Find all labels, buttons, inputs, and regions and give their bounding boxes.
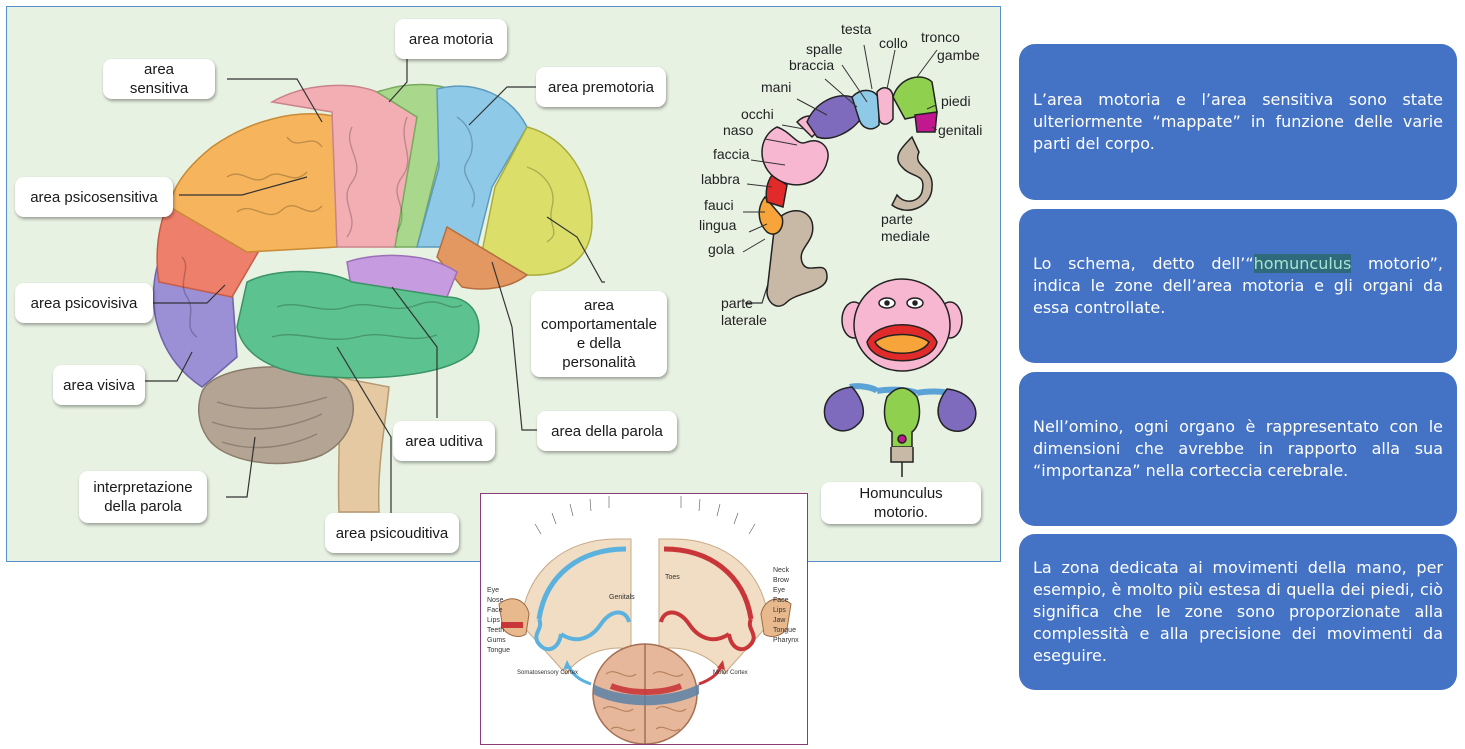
hom-label-piedi: piedi (941, 93, 971, 109)
info-card-2-before: Lo schema, detto dell’“ (1033, 254, 1254, 273)
label-comportamentale-line2: comportamentale (541, 316, 657, 333)
label-interpretazione-line2: della parola (104, 498, 182, 515)
inset-right-part: Pharynx (773, 637, 799, 644)
info-card-3-text: Nell’omino, ogni organo è rappresentato … (1033, 417, 1443, 480)
info-card-3: Nell’omino, ogni organo è rappresentato … (1019, 372, 1457, 526)
strip-labbra (765, 173, 788, 208)
hom-label-labbra: labbra (701, 171, 740, 187)
hom-label-parte-mediale-1: parte (881, 211, 913, 227)
label-comportamentale-line3: e della personalità (562, 335, 636, 371)
hom-label-collo: collo (879, 35, 908, 51)
area-motoria-region (375, 83, 458, 248)
label-comportamentale-line1: area (583, 297, 615, 314)
info-card-4-text: La zona dedicata ai movimenti della mano… (1033, 558, 1443, 665)
cerebellum (197, 366, 354, 465)
inset-right-part: Face (773, 597, 789, 604)
info-card-2-after: motorio”, indica le zone dell’area motor… (1033, 254, 1444, 317)
inset-left-part: Nose (487, 597, 504, 604)
info-card-2: Lo schema, detto dell’“homunculus motori… (1019, 209, 1457, 363)
label-area-uditiva: area uditiva (393, 421, 495, 461)
strip-genitali (914, 111, 938, 133)
inset-left-part: Teeth (487, 627, 505, 634)
hom-label-parte-mediale-2: mediale (881, 228, 931, 244)
label-area-premotoria: area premotoria (536, 67, 666, 107)
label-area-comportamentale: area comportamentale e della personalità (531, 291, 667, 377)
inset-right-part: Jaw (773, 617, 786, 624)
hom-label-lingua: lingua (699, 217, 737, 233)
label-area-motoria: area motoria (395, 19, 507, 59)
inset-right-part: Lips (773, 607, 786, 614)
inset-left-part: Lips (487, 617, 500, 624)
inset-right-part: Neck (773, 567, 789, 574)
homunculus-figure (823, 278, 977, 477)
label-area-sensitiva: area sensitiva (103, 59, 215, 99)
strip-braccia (851, 89, 880, 130)
inset-right-parts: Neck Brow Eye Face Lips Jaw Tongue Phary… (773, 566, 799, 646)
homunculus-caption: Homunculus motorio. (821, 482, 981, 524)
hom-label-parte-laterale-2: laterale (721, 312, 767, 328)
label-interpretazione-line1: interpretazione (93, 479, 193, 496)
hom-label-tronco: tronco (921, 29, 960, 45)
hom-label-mani: mani (761, 79, 792, 95)
info-card-4: La zona dedicata ai movimenti della mano… (1019, 534, 1457, 690)
strip-laterale (766, 210, 828, 307)
area-comportamentale-region (481, 126, 593, 276)
inset-left-parts: Eye Nose Face Lips Teeth Gums Tongue (487, 586, 510, 656)
strip-tronco (892, 76, 938, 120)
info-card-1: L’area motoria e l’area sensitiva sono s… (1019, 44, 1457, 200)
label-interpretazione-parola: interpretazione della parola (79, 471, 207, 523)
brain-areas-figure: area motoria area sensitiva area premoto… (6, 6, 1001, 562)
cortex-illustration (498, 496, 792, 744)
label-area-visiva: area visiva (53, 365, 145, 405)
inset-right-part: Eye (773, 587, 786, 594)
hom-label-braccia: braccia (789, 57, 835, 73)
area-parola-region (436, 225, 529, 290)
strip-mediale (891, 135, 933, 211)
homunculus-highlight: homunculus (1253, 254, 1352, 273)
inset-right-caption: Motor Cortex (713, 670, 748, 676)
inset-left-part: Face (487, 607, 503, 614)
inset-left-part: Tongue (487, 647, 510, 654)
strip-spalle (876, 87, 894, 125)
inset-right-part: Tongue (773, 627, 796, 634)
inset-toes-label: Toes (665, 574, 680, 581)
hom-label-naso: naso (723, 122, 754, 138)
hom-label-fauci: fauci (704, 197, 734, 213)
label-area-psicouditiva: area psicouditiva (325, 513, 459, 553)
hom-label-gambe: gambe (937, 47, 980, 63)
hom-label-testa: testa (841, 21, 872, 37)
label-area-psicosensitiva: area psicosensitiva (15, 177, 173, 217)
hom-label-parte-laterale-1: parte (721, 295, 753, 311)
inset-left-caption: Somatosensory Cortex (517, 670, 579, 676)
hom-label-faccia: faccia (713, 146, 750, 162)
area-psicouditiva-region (236, 270, 480, 379)
inset-left-part: Eye (487, 587, 500, 594)
label-area-psicovisiva: area psicovisiva (15, 283, 153, 323)
hom-label-genitali: genitali (938, 122, 983, 138)
label-area-parola: area della parola (537, 411, 677, 451)
cortex-inset-figure: Eye Nose Face Lips Teeth Gums Tongue Nec… (480, 493, 808, 745)
area-visiva-region (152, 266, 238, 388)
hom-label-gola: gola (708, 241, 735, 257)
info-card-1-text: L’area motoria e l’area sensitiva sono s… (1033, 90, 1443, 153)
inset-left-part: Gums (487, 637, 506, 644)
inset-right-part: Brow (773, 577, 789, 584)
hom-label-spalle: spalle (806, 41, 843, 57)
info-card-2-text: Lo schema, detto dell’“homunculus motori… (1033, 253, 1443, 319)
inset-genitals-label: Genitals (609, 594, 635, 601)
hom-label-occhi: occhi (741, 106, 774, 122)
brain-illustration (145, 44, 977, 517)
